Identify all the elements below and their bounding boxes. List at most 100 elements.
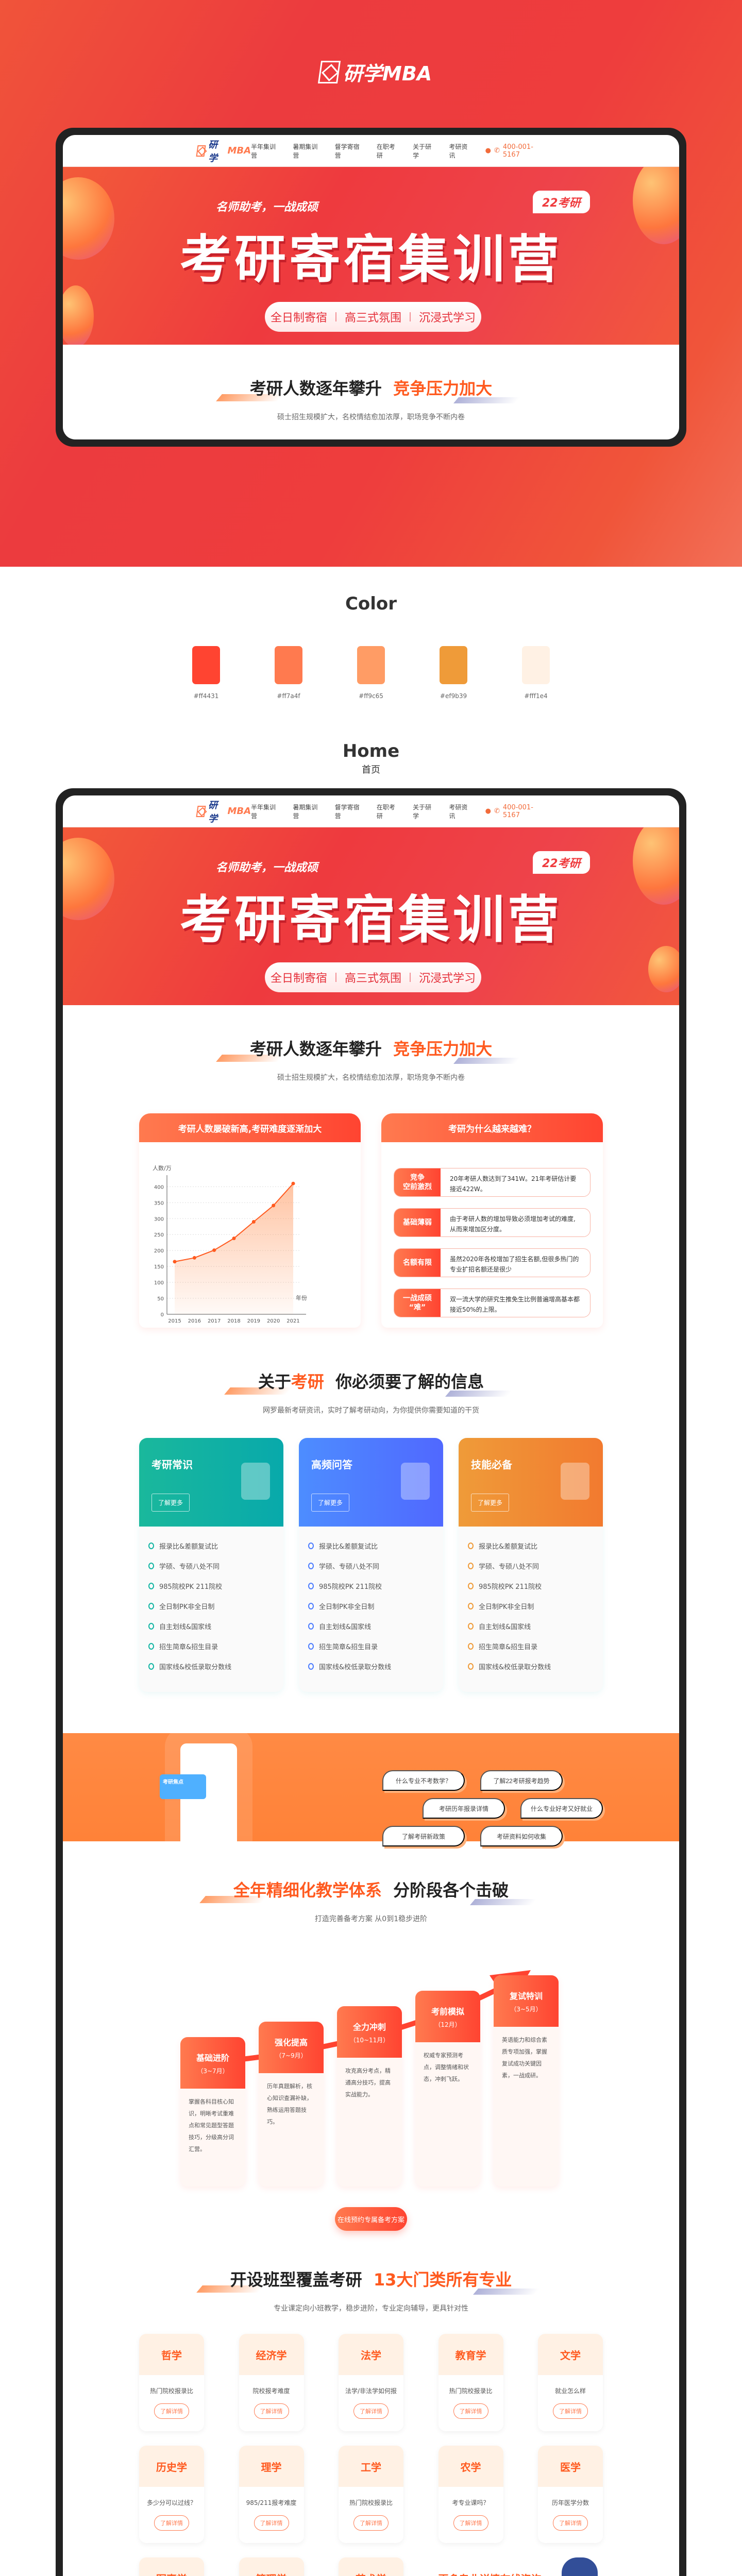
hero-subtitle: 名师助考，一战成硕 xyxy=(216,201,318,214)
major-card: 艺术学艺术考研报考流程了解详情 xyxy=(339,2557,403,2576)
major-card: 文学就业怎么样了解详情 xyxy=(538,2334,603,2431)
major-detail-button[interactable]: 了解详情 xyxy=(453,2515,488,2531)
nav-item[interactable]: 在职考研 xyxy=(376,803,395,820)
info-list-item[interactable]: 招生简章&招生目录 xyxy=(148,1636,274,1656)
nav-item[interactable]: 关于研学 xyxy=(413,803,432,820)
info-list-item[interactable]: 学硕、专硕八处不同 xyxy=(468,1556,594,1576)
info-list-item[interactable]: 国家线&校低录取分数线 xyxy=(308,1656,434,1676)
info-list-item[interactable]: 报录比&差额复试比 xyxy=(148,1536,274,1556)
swatch-chip xyxy=(275,646,302,684)
svg-text:150: 150 xyxy=(154,1264,164,1270)
graduation-cap-icon xyxy=(241,1463,270,1500)
info-list-item[interactable]: 国家线&校低录取分数线 xyxy=(148,1656,274,1676)
info-list-item[interactable]: 报录比&差额复试比 xyxy=(308,1536,434,1556)
info-list-item[interactable]: 全日制PK非全日制 xyxy=(468,1596,594,1616)
question-pill[interactable]: 了解考研新政策 xyxy=(382,1826,465,1846)
hot-questions-band: 考研焦点 什么专业不考数学？ 了解22考研报考趋势 考研历年报录详情 什么专业好… xyxy=(63,1733,679,1852)
info-list-item[interactable]: 国家线&校低录取分数线 xyxy=(468,1656,594,1676)
color-swatch: #ff4431 xyxy=(192,646,220,700)
info-list-item[interactable]: 学硕、专硕八处不同 xyxy=(308,1556,434,1576)
scroll-icon xyxy=(401,1463,430,1500)
info-list-item[interactable]: 自主划线&国家线 xyxy=(308,1616,434,1636)
major-detail-button[interactable]: 了解详情 xyxy=(553,2515,588,2531)
svg-text:2021: 2021 xyxy=(286,1318,299,1324)
phone-illustration: 考研焦点 xyxy=(160,1743,237,1852)
info-list-item[interactable]: 报录比&差额复试比 xyxy=(468,1536,594,1556)
info-list-item[interactable]: 985院校PK 211院校 xyxy=(148,1576,274,1596)
info-list-item[interactable]: 自主划线&国家线 xyxy=(148,1616,274,1636)
nav-item[interactable]: 半年集训营 xyxy=(251,803,276,820)
info-list-item[interactable]: 招生简章&招生目录 xyxy=(468,1636,594,1656)
logo-mark-icon xyxy=(317,60,341,83)
nav-item[interactable]: 暑期集训营 xyxy=(293,803,318,820)
nav-item[interactable]: 半年集训营 xyxy=(251,143,276,159)
learn-more-button[interactable]: 了解更多 xyxy=(311,1494,350,1512)
major-detail-button[interactable]: 了解详情 xyxy=(353,2515,389,2531)
color-title: Color xyxy=(345,594,397,614)
info-list-item[interactable]: 985院校PK 211院校 xyxy=(308,1576,434,1596)
nav-item[interactable]: 督学寄宿营 xyxy=(334,143,360,159)
learn-more-button[interactable]: 了解更多 xyxy=(151,1494,190,1512)
svg-text:人数/万: 人数/万 xyxy=(153,1165,172,1172)
svg-text:2015: 2015 xyxy=(168,1318,181,1324)
info-list-item[interactable]: 全日制PK非全日制 xyxy=(148,1596,274,1616)
nav-item[interactable]: 关于研学 xyxy=(413,143,432,159)
nav-item[interactable]: 在职考研 xyxy=(376,143,395,159)
major-detail-button[interactable]: 了解详情 xyxy=(553,2403,588,2419)
reason-row: 一战成硕 “难”双一流大学的研究生推免生比例普遍增高基本都接近50%的上限。 xyxy=(394,1289,591,1317)
wechat-icon[interactable]: ● xyxy=(485,147,491,155)
section-title: 开设班型覆盖考研 13大门类所有专业 xyxy=(230,2267,512,2291)
hero-title: 考研寄宿集训营 xyxy=(180,229,562,290)
major-card: 历史学多少分可以过线？了解详情 xyxy=(139,2446,204,2543)
section-title: 考研人数逐年攀升 竞争压力加大 xyxy=(250,376,492,399)
svg-text:400: 400 xyxy=(154,1184,164,1190)
major-detail-button[interactable]: 了解详情 xyxy=(254,2403,289,2419)
hero-banner: 名师助考，一战成硕 22考研 考研寄宿集训营 全日制寄宿 高三式氛围 沉浸式学习 xyxy=(63,827,679,1005)
question-pill[interactable]: 考研历年报录详情 xyxy=(423,1798,505,1819)
info-list-item[interactable]: 全日制PK非全日制 xyxy=(308,1596,434,1616)
nav-item[interactable]: 考研资讯 xyxy=(449,803,468,820)
stage-card: 强化提高（7~9月）历年真题解析，核心知识查漏补缺，熟练运用答题技巧。 xyxy=(259,2022,324,2187)
question-pill[interactable]: 考研资料如何收集 xyxy=(480,1826,563,1846)
major-detail-button[interactable]: 了解详情 xyxy=(154,2403,189,2419)
section-title: 考研人数逐年攀升 竞争压力加大 xyxy=(250,1036,492,1060)
question-pill[interactable]: 什么专业不考数学？ xyxy=(382,1770,465,1791)
learn-more-button[interactable]: 了解更多 xyxy=(471,1494,510,1512)
book-plan-button[interactable]: 在线预约专属备考方案 xyxy=(335,2207,407,2231)
nav-item[interactable]: 暑期集训营 xyxy=(293,143,318,159)
major-detail-button[interactable]: 了解详情 xyxy=(353,2403,389,2419)
nav-item[interactable]: 督学寄宿营 xyxy=(334,803,360,820)
major-detail-button[interactable]: 了解详情 xyxy=(154,2515,189,2531)
major-detail-button[interactable]: 了解详情 xyxy=(254,2515,289,2531)
reason-row: 名额有限虽然2020年各校增加了招生名额,但很多热门的专业扩招名额还是很少 xyxy=(394,1248,591,1277)
major-detail-button[interactable]: 了解详情 xyxy=(453,2403,488,2419)
svg-text:0: 0 xyxy=(161,1312,164,1318)
info-list-item[interactable]: 学硕、专硕八处不同 xyxy=(148,1556,274,1576)
home-heading: Home 首页 xyxy=(342,741,400,775)
swatch-chip xyxy=(522,646,550,684)
question-pill[interactable]: 了解22考研报考趋势 xyxy=(480,1770,563,1791)
info-list-item[interactable]: 自主划线&国家线 xyxy=(468,1616,594,1636)
nav-item[interactable]: 考研资讯 xyxy=(449,143,468,159)
info-list-item[interactable]: 985院校PK 211院校 xyxy=(468,1576,594,1596)
major-card: 医学历年医学分数了解详情 xyxy=(538,2446,603,2543)
major-card: 法学法学/非法学如何报了解详情 xyxy=(339,2334,403,2431)
stage-card: 全力冲刺（10~11月）攻克高分考点，精通高分技巧，提高实战能力。 xyxy=(337,2006,402,2187)
question-pill[interactable]: 什么专业好考又好就业 xyxy=(520,1798,603,1819)
wechat-icon[interactable]: ● xyxy=(485,807,491,815)
decor-blob xyxy=(63,285,94,345)
color-swatch: #ff7a4f xyxy=(275,646,302,700)
student-illustration xyxy=(562,2557,598,2576)
svg-text:2017: 2017 xyxy=(208,1318,221,1324)
info-list-item[interactable]: 招生简章&招生目录 xyxy=(308,1636,434,1656)
color-palette-section: Color #ff4431 #ff7a4f #ff9c65 #ef9b39 #f… xyxy=(0,567,742,700)
